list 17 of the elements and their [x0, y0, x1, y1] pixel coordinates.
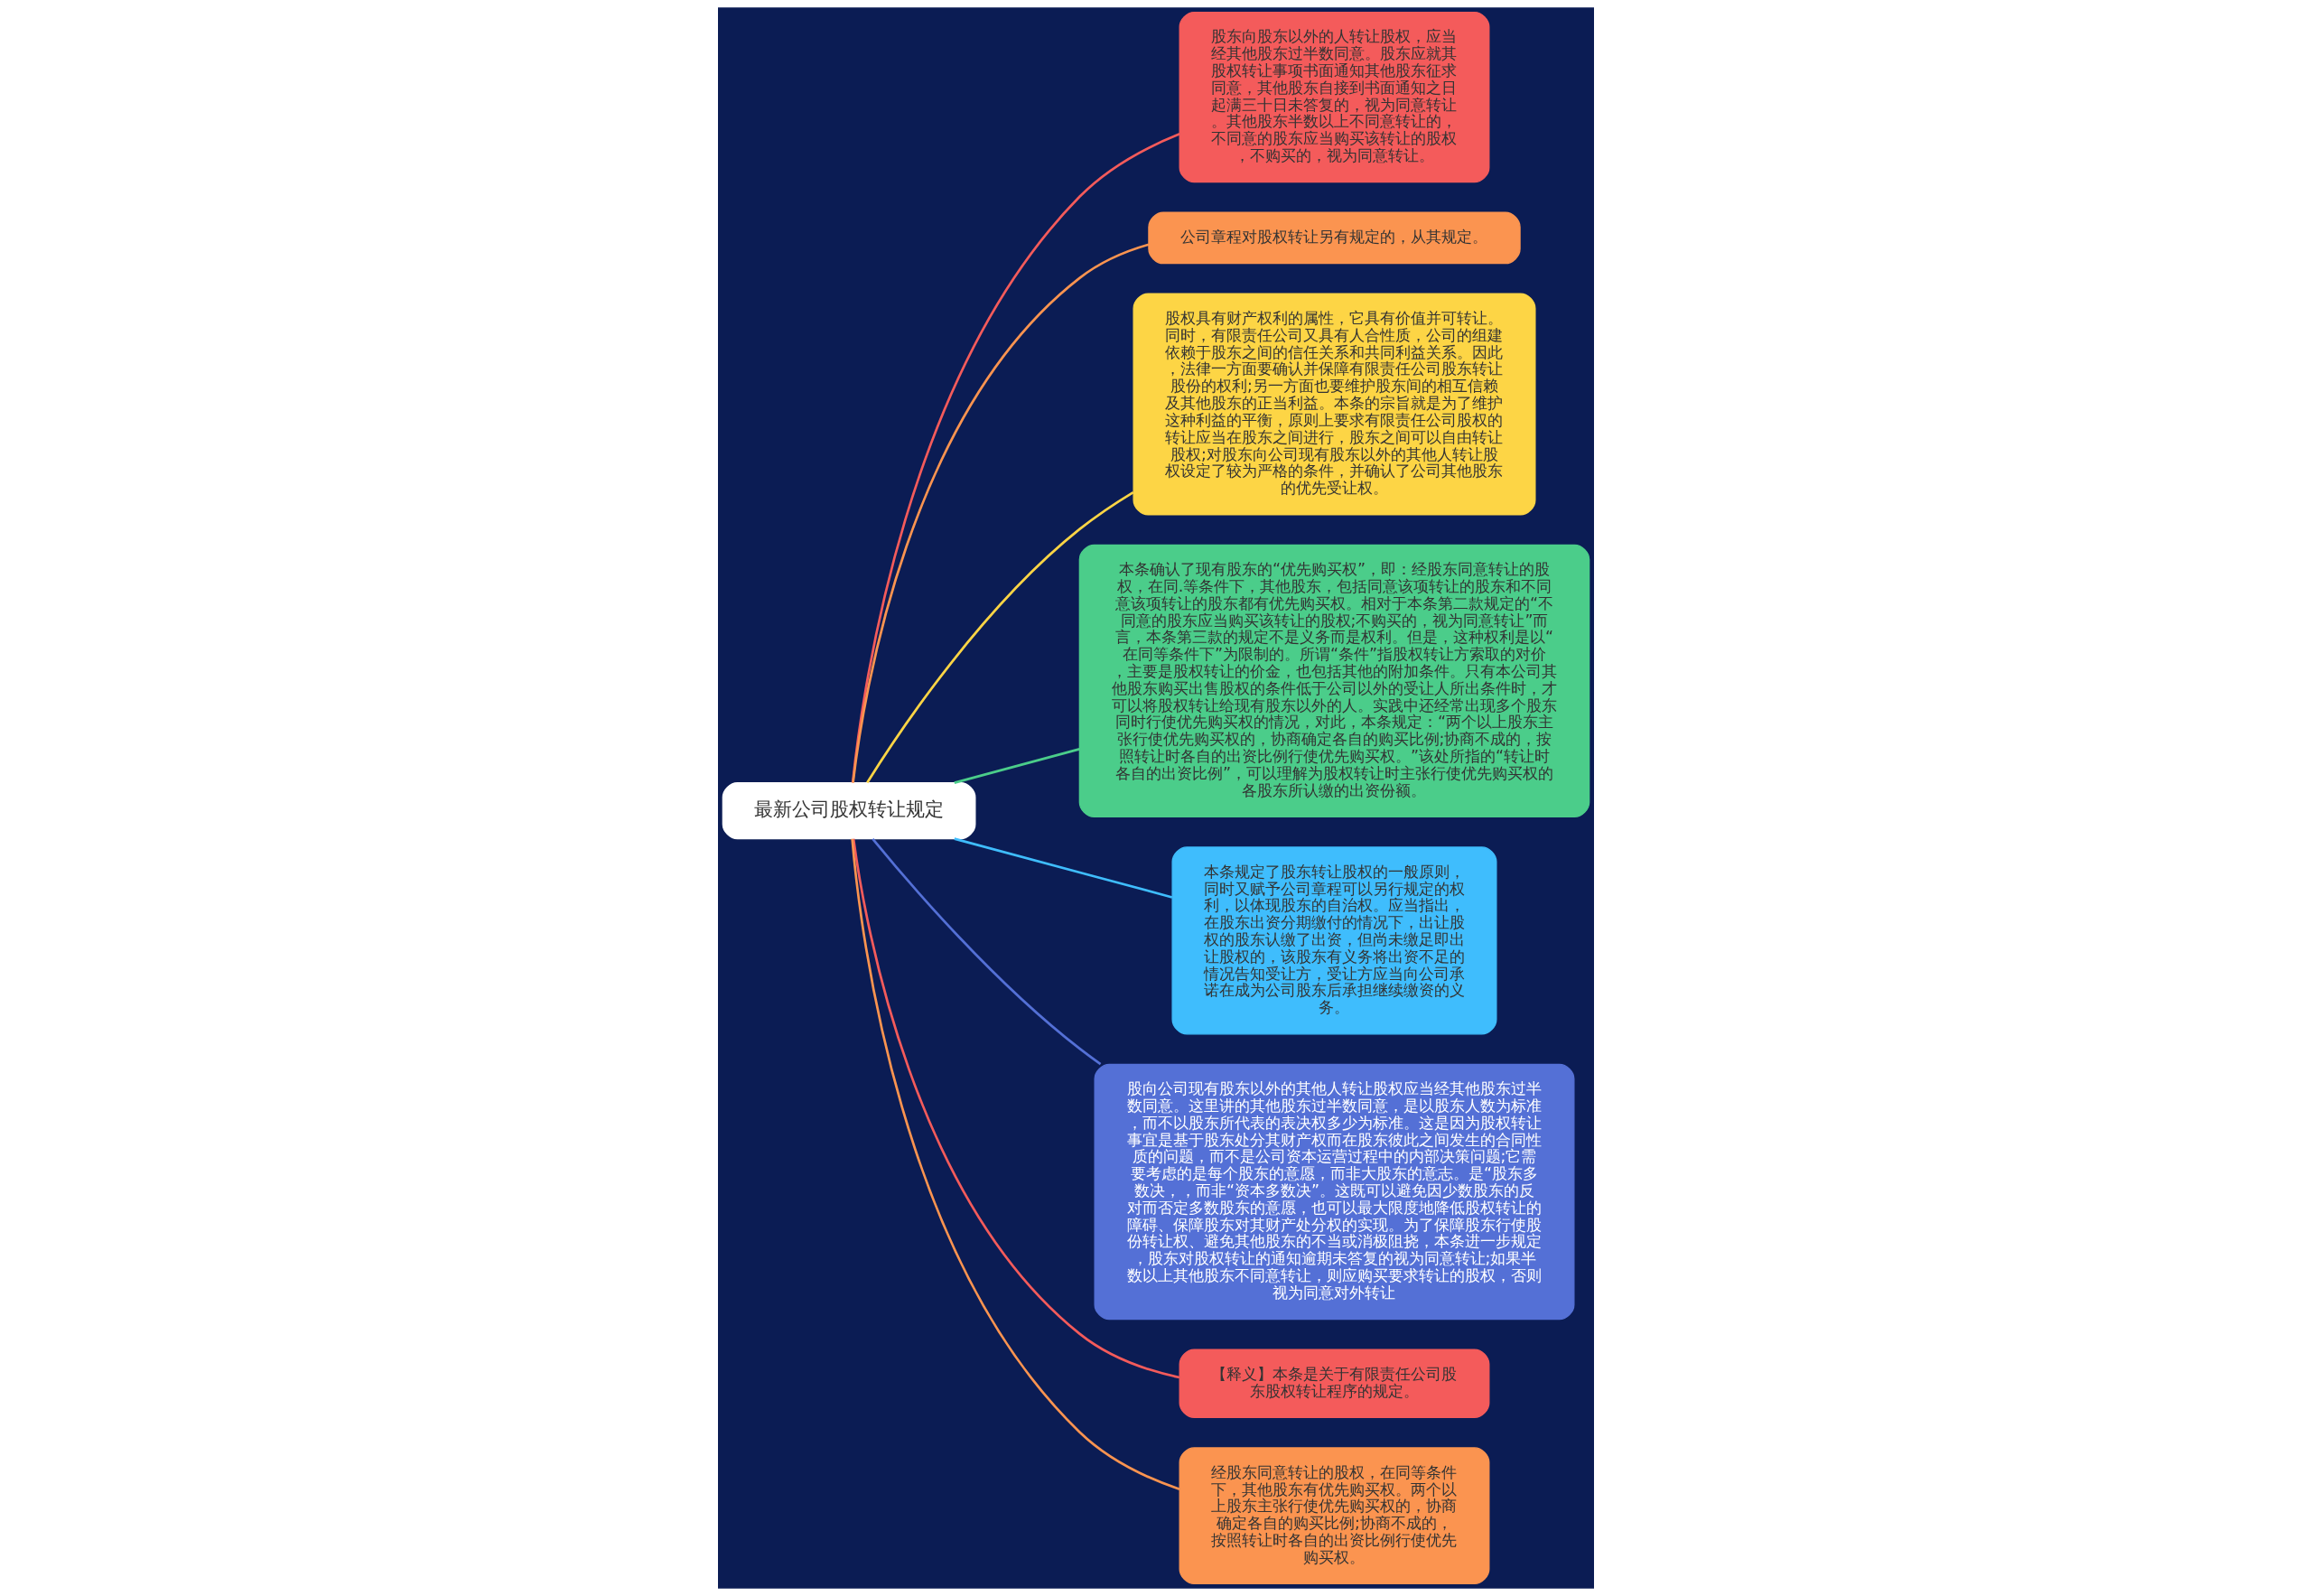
connector — [852, 838, 1180, 1379]
connector — [851, 838, 1180, 1490]
connector — [872, 838, 1102, 1066]
node-box: 最新公司股权转让规定 — [722, 782, 976, 840]
node-box: 本条确认了现有股东的“优先购买权”，即：经股东同意转让的股权，在同.等条件下，其他股东，包括同意该项转让的股东和不同意该项转让的股东都有优先购买权。相对于本条第二款规定的“不同意的股东应当购买该转让的股权;不购买的，视为同意转让”而言，本条第三款的规定不是义务而是权利。但是，这种权利是以“在同等条件下”为限制的。所谓“条件”指股权转让方索取的对价，主要是股权转让的价金，也包括其他的附加条件。只有本公司其他股东购买出售股权的条件低于公司以外的受让人所出条件时，才可以将股权转让给现有股东以外的人。实践中还经常出现多个股东同时行使优先购买权的情况，对此，本条规定：“两个以上股东主张行使优先购买权的，协商确定各自的购买比例;协商不成的，按照转让时各自的出资比例行使优先购买权。”该处所指的“转让时各自的出资比例”，可以理解为股权转让时主张行使优先购买权的各股东所认缴的出资份额。 — [1078, 544, 1590, 817]
node-box: 公司章程对股权转让另有规定的，从其规定。 — [1148, 211, 1521, 265]
connector — [851, 133, 1180, 783]
node-box: 股权具有财产权利的属性，它具有价值并可转让。同时，有限责任公司又具有人合性质，公司的组建依赖于股东之间的信任关系和共同利益关系。因此，法律一方面要确认并保障有限责任公司股东转让股份的权利;另一方面也要维护股东间的相互信赖及其他股东的正当利益。本条的宗旨就是为了维护这种利益的平衡，原则上要求有限责任公司股权的转让应当在股东之间进行，股东之间可以自由转让股权;对股东向公司现有股东以外的其他人转让股权设定了较为严格的条件，并确认了公司其他股东的优先受让权。 — [1133, 293, 1536, 516]
node-box: 经股东同意转让的股权，在同等条件下，其他股东有优先购买权。两个以上股东主张行使优先购买权的，协商确定各自的购买比例;协商不成的，按照转让时各自的出资比例行使优先购买权。 — [1179, 1447, 1490, 1585]
connector — [866, 490, 1134, 784]
node-box: 本条规定了股东转让股权的一般原则，同时又赋予公司章程可以另行规定的权利，以体现股东的自治权。应当指出，在股东出资分期缴付的情况下，出让股权的股东认缴了出资，但尚未缴足即出让股权的，该股东有义务将出资不足的情况告知受让方，受让方应当向公司承诺在成为公司股东后承担继续缴资的义务。 — [1171, 846, 1497, 1035]
node-box: 股向公司现有股东以外的其他人转让股权应当经其他股东过半数同意。这里讲的其他股东过半数同意，是以股东人数为标准，而不以股东所代表的表决权多少为标准。这是因为股权转让事宜是基于股东处分其财产权而在股东彼此之间发生的合同性质的问题，而不是公司资本运营过程中的内部决策问题;它需要考虑的是每个股东的意愿，而非大股东的意志。是“股东多数决，，而非“资本多数决”。这既可以避免因少数股东的反对而否定多数股东的意愿，也可以最大限度地降低股权转让的障碍、保障股东对其财产处分权的实现。为了保障股东行使股份转让权、避免其他股东的不当或消极阻挠，本条进一步规定，股东对股权转让的通知逾期未答复的视为同意转让;如果半数以上其他股东不同意转让，则应购买要求转让的股权，否则视为同意对外转让 — [1094, 1063, 1575, 1321]
connector — [954, 837, 1173, 899]
node-box: 股东向股东以外的人转让股权，应当经其他股东过半数同意。股东应就其股权转让事项书面通知其他股东征求同意，其他股东自接到书面通知之日起满三十日未答复的，视为同意转让。其他股东半数以上不同意转让的，不同意的股东应当购买该转让的股权，不购买的，视为同意转让。 — [1179, 11, 1490, 183]
connector — [954, 748, 1080, 784]
node-box: 【释义】本条是关于有限责任公司股东股权转让程序的规定。 — [1179, 1349, 1490, 1418]
connector — [852, 243, 1150, 783]
